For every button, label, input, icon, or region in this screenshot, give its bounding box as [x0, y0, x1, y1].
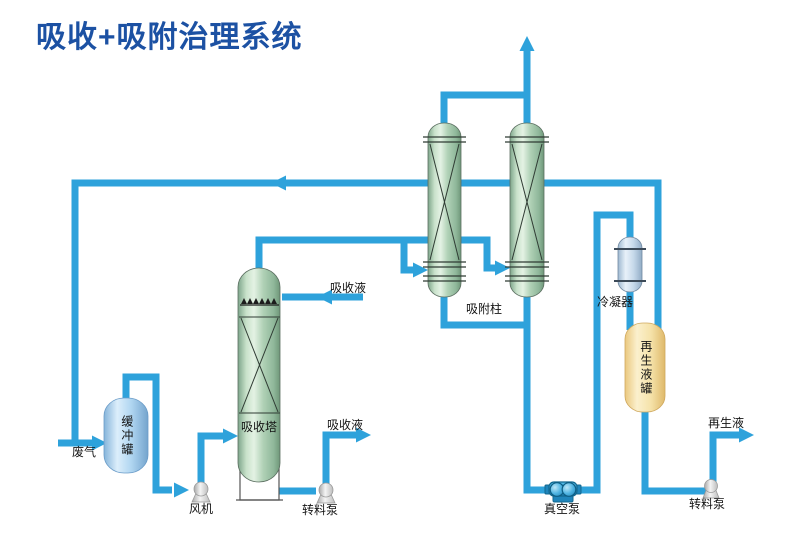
fan-symbol: [191, 481, 211, 503]
mist-eliminator-band: [240, 298, 279, 306]
column-left-flanges: [423, 136, 466, 282]
column-right-flanges: [505, 136, 549, 282]
buffer-tank-vessel: [103, 397, 149, 474]
adsorption-column-right: [505, 122, 549, 298]
pipe-absorb-liquid-out: [322, 431, 357, 489]
label-transfer-pump-left: 转料泵: [301, 503, 339, 518]
condenser-vessel: [614, 236, 646, 293]
pipe-left-column-top: [440, 91, 527, 128]
label-condenser: 冷凝器: [596, 295, 634, 310]
page-title: 吸收+吸附治理系统: [36, 21, 303, 54]
pipe-fan-to-tower: [197, 432, 223, 489]
pipe-left-column-bottom: [440, 290, 527, 329]
arrow-exhaust-up: [519, 36, 535, 51]
label-absorption-tower: 吸收塔: [240, 420, 278, 435]
transfer-pump-left-symbol: [316, 482, 336, 504]
label-transfer-pump-right: 转料泵: [688, 497, 726, 512]
label-adsorption-column: 吸附柱: [465, 302, 503, 317]
pipe-recycle-header: [71, 179, 662, 443]
arrow-into-left-column: [413, 262, 428, 278]
label-vacuum-pump: 真空泵: [543, 502, 581, 517]
column-left-packing: [429, 143, 460, 261]
column-right-packing: [511, 143, 543, 261]
label-waste-gas: 废气: [71, 445, 97, 460]
arrow-regen-liquid-out: [739, 427, 754, 443]
arrow-absorb-liquid-out: [356, 427, 371, 443]
arrow-into-buffer-tank: [92, 435, 107, 451]
absorption-tower-vessel: [237, 267, 281, 483]
arrow-into-tower: [223, 428, 238, 444]
arrow-into-fan: [174, 482, 189, 498]
pipe-tank-to-pump: [641, 408, 706, 495]
regen-tank-vessel: [624, 322, 666, 413]
pipe-tower-overhead: [255, 236, 495, 272]
label-fan: 风机: [188, 502, 214, 517]
pipe-regen-out: [709, 431, 740, 492]
arrow-absorb-liquid-in: [317, 289, 332, 305]
label-buffer-tank: 缓冲罐: [119, 415, 134, 457]
pipe-vacuum-to-condenser: [523, 211, 634, 494]
arrow-recycle-left: [271, 175, 286, 191]
tower-packing-section: [239, 316, 280, 414]
arrow-into-right-column: [495, 260, 510, 276]
flow-arrows: [92, 36, 754, 498]
label-absorb-liquid-out: 吸收液: [326, 418, 364, 433]
label-regen-tank: 再生液罐: [638, 340, 653, 396]
label-regen-liquid-out: 再生液: [707, 416, 745, 431]
label-absorb-liquid-in: 吸收液: [329, 281, 367, 296]
vacuum-pump-symbol: [544, 481, 582, 503]
adsorption-column-left: [423, 122, 466, 298]
pipe-branch-left-column: [400, 240, 413, 274]
pipe-buffer-to-fan: [122, 373, 172, 494]
transfer-pump-right-symbol: [702, 479, 720, 499]
